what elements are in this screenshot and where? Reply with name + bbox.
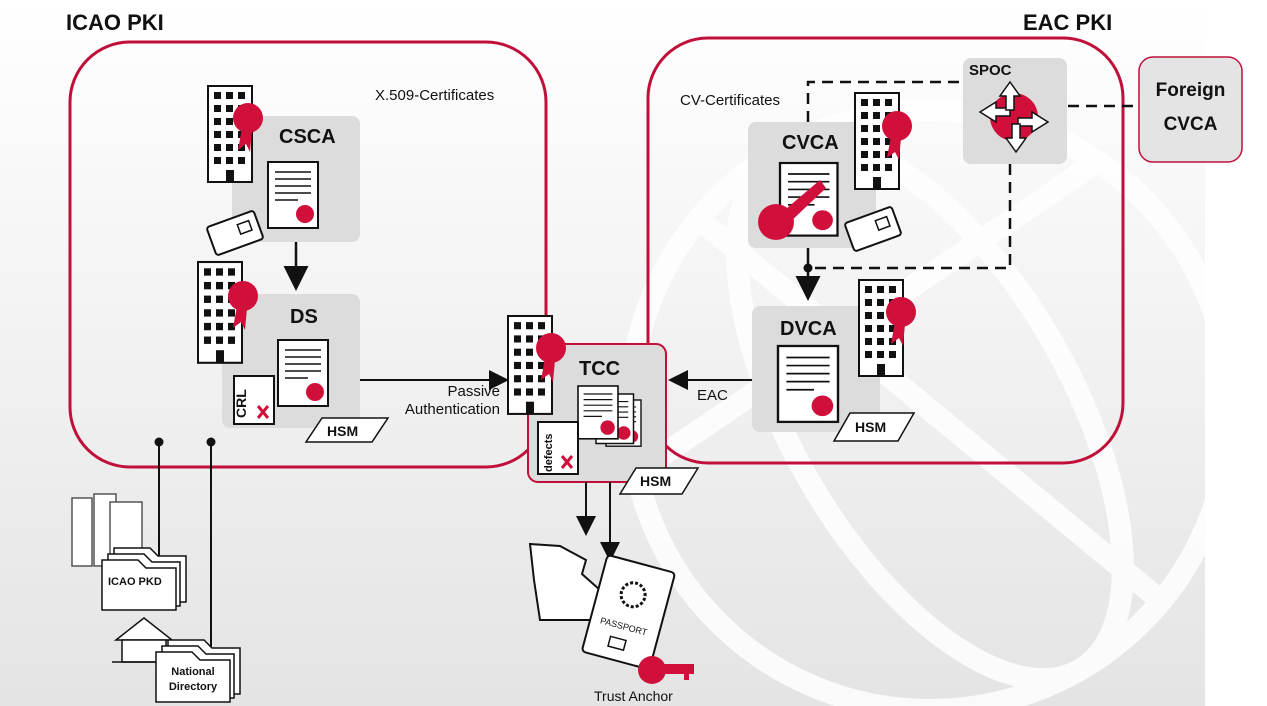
dvca-hsm-icon: [832, 412, 916, 442]
eac-arrow-label: EAC: [697, 387, 728, 404]
svg-text:CRL: CRL: [233, 389, 249, 418]
x509-certificates-label: X.509-Certificates: [375, 87, 495, 104]
ds-building-icon: [196, 260, 244, 364]
spoc-label: SPOC: [969, 62, 1012, 79]
trust-anchor-key-icon: [638, 656, 694, 684]
passive-authentication-label-line2: Authentication: [404, 401, 500, 418]
eac-pki-title: EAC PKI: [1023, 10, 1113, 35]
tcc-hsm-icon: [618, 467, 700, 495]
national-directory-label-line2: Directory: [168, 681, 218, 693]
csca-label: CSCA: [279, 126, 336, 148]
svg-text:defects: defects: [543, 433, 555, 472]
national-directory-label-line1: National: [171, 666, 215, 678]
ds-hsm-label: HSM: [327, 423, 359, 439]
dvca-certificate-icon: [776, 344, 840, 424]
cvca-key-icon: [758, 180, 826, 240]
ds-certificate-icon: [277, 339, 329, 407]
foreign-cvca-label-line2: CVCA: [1163, 114, 1218, 135]
passive-authentication-label-line1: Passive: [447, 383, 500, 400]
dvca-hsm-label: HSM: [855, 419, 887, 435]
icao-pki-region: [68, 40, 548, 469]
national-junction-dot: [206, 437, 216, 447]
national-directory-folder-icon: [155, 639, 241, 703]
icao-pki-title: ICAO PKI: [66, 10, 164, 35]
ds-label: DS: [290, 306, 318, 328]
eac-pki-region: [646, 36, 1125, 465]
trust-anchor-label: Trust Anchor: [594, 688, 673, 704]
cv-certificates-label: CV-Certificates: [680, 92, 781, 109]
dvca-label: DVCA: [780, 318, 837, 340]
icao-pkd-label: ICAO PKD: [108, 576, 162, 588]
cvca-label: CVCA: [782, 132, 839, 154]
icao-pkd-folder-icon: [101, 547, 187, 611]
foreign-cvca-label-line1: Foreign: [1155, 80, 1226, 101]
tcc-hsm-label: HSM: [640, 473, 672, 489]
dashed-links: [806, 80, 1139, 270]
crl-document-icon: CRL: [233, 375, 275, 425]
passport-icon: PASSPORT: [581, 554, 676, 670]
defects-document-icon: defects: [537, 421, 579, 475]
spoc-router-icon: [978, 80, 1050, 154]
ds-hsm-icon: [304, 417, 390, 443]
pkd-junction-dot: [154, 437, 164, 447]
csca-certificate-icon: [267, 161, 319, 229]
foreign-cvca-box: [1138, 56, 1243, 163]
tcc-certificates-icon: [577, 385, 642, 447]
tcc-label: TCC: [579, 358, 621, 380]
